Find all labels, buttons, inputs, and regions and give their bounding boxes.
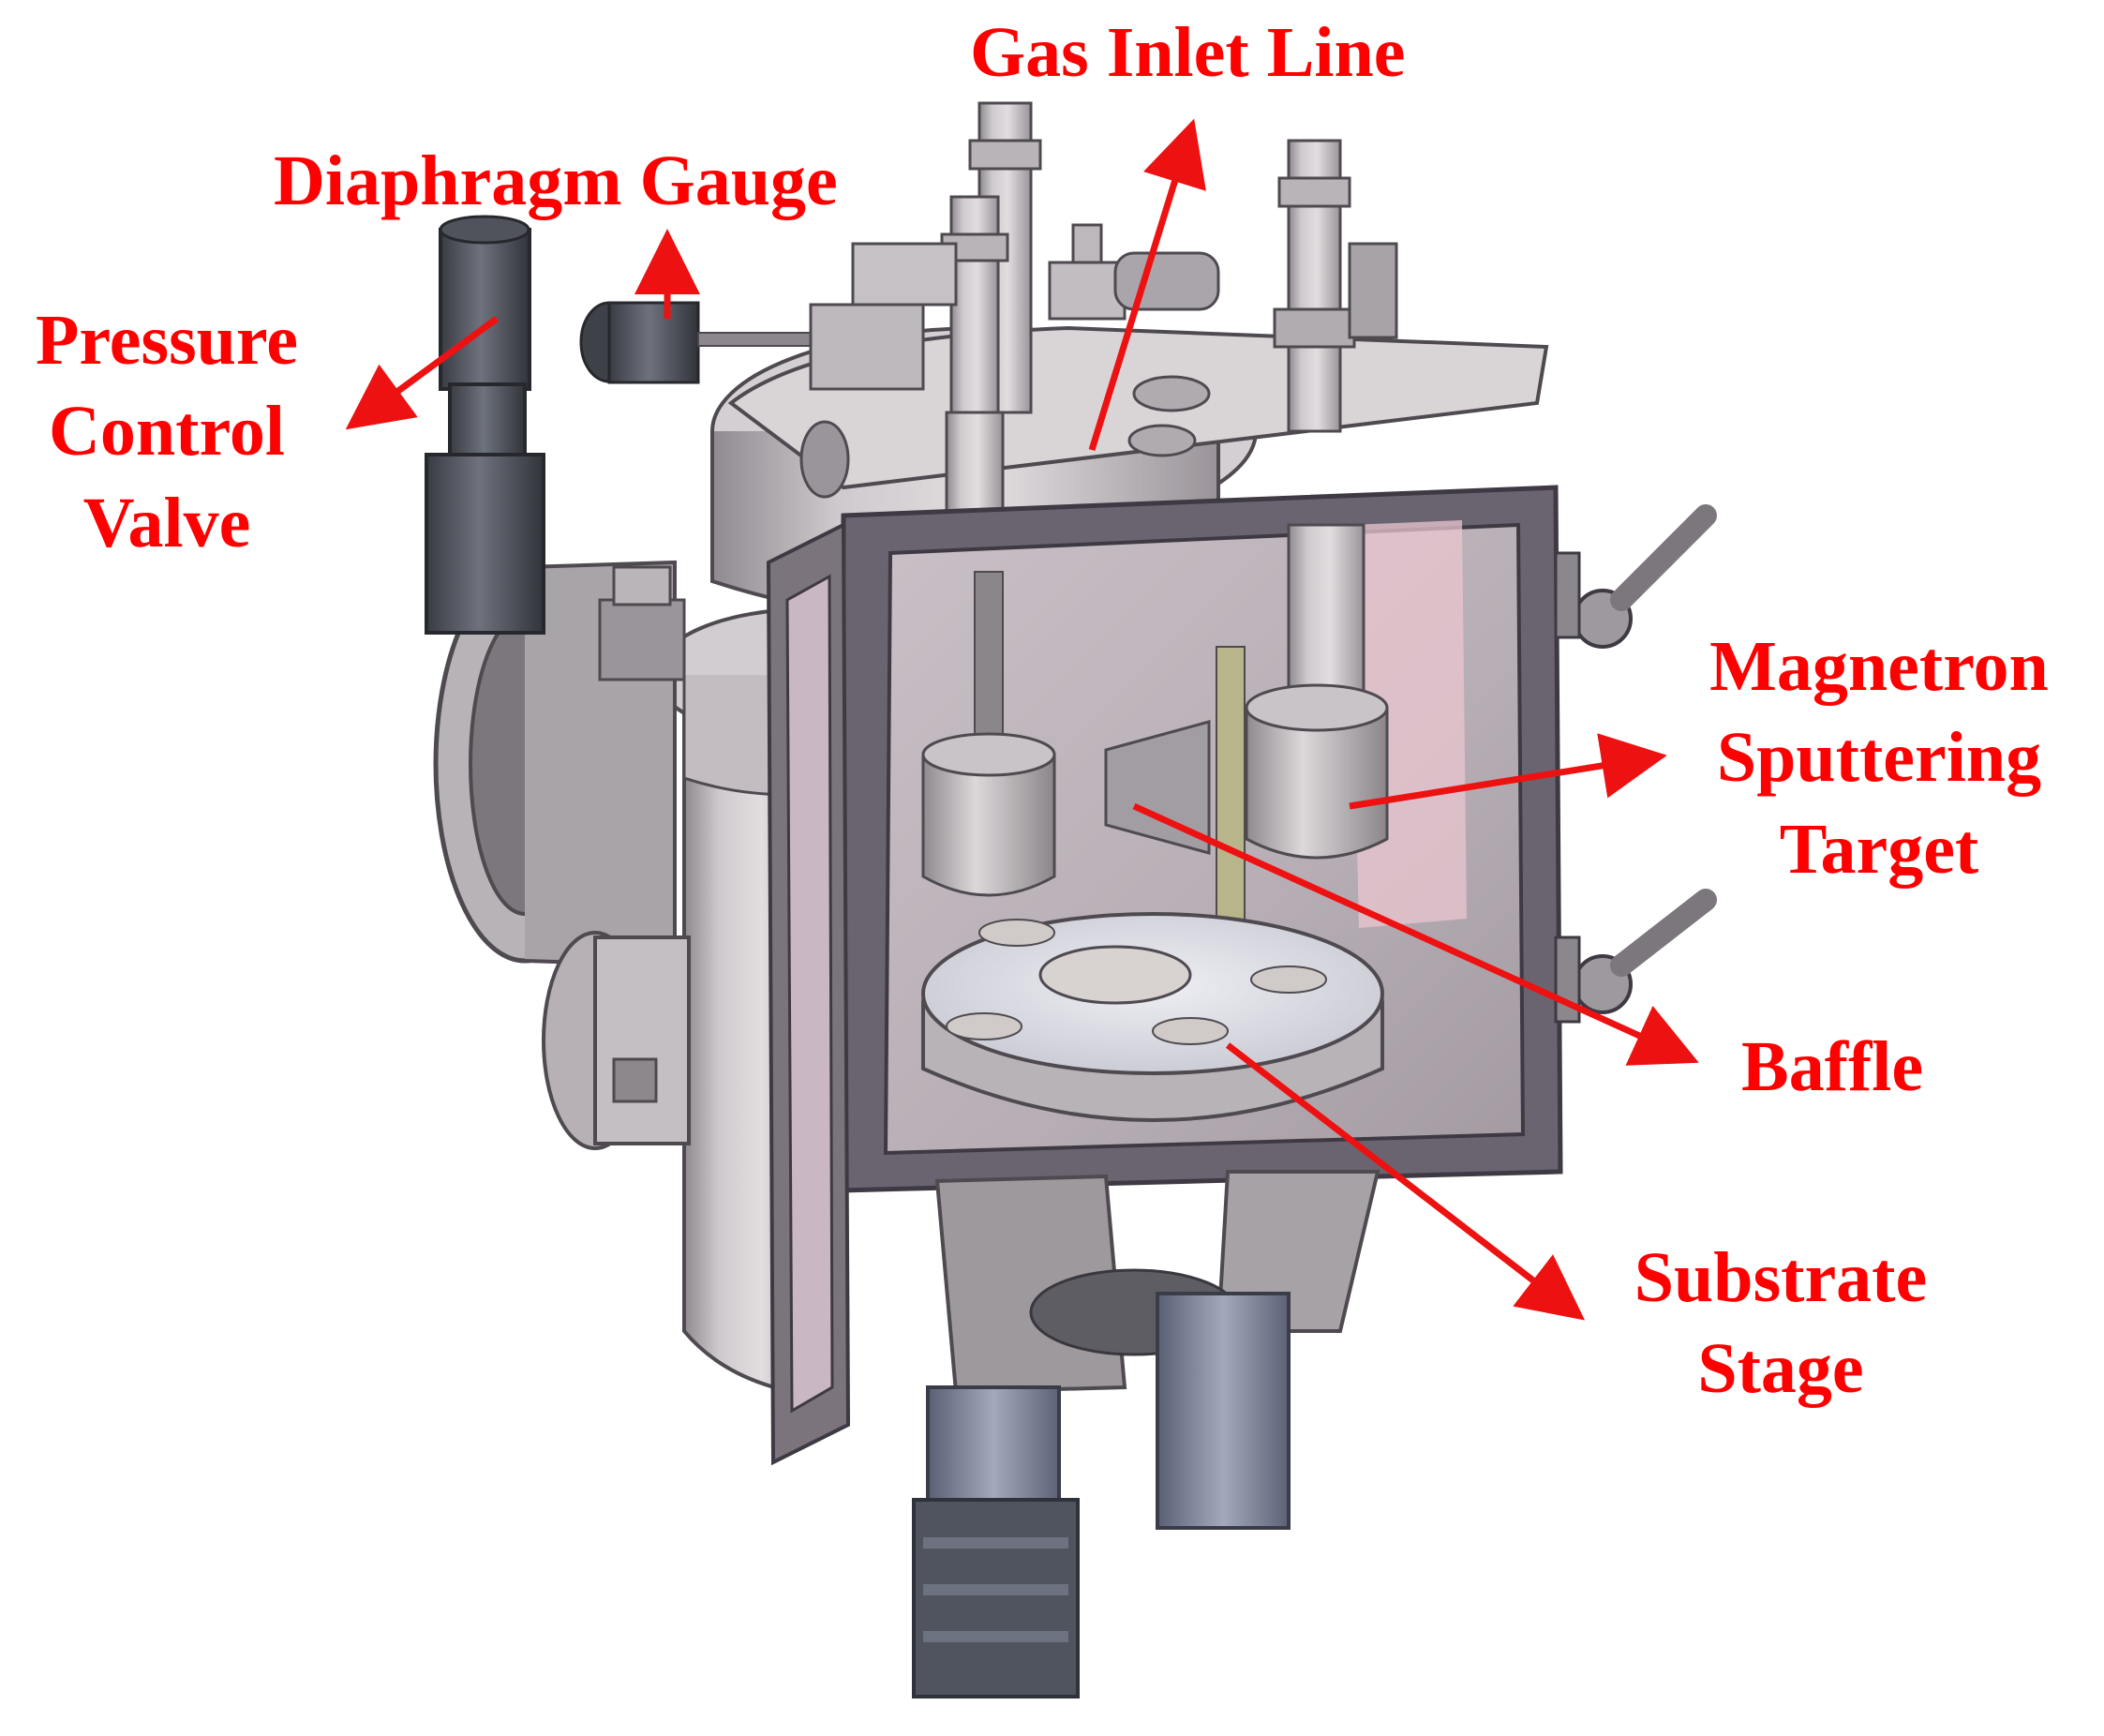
label-control-line: Control <box>49 392 285 471</box>
substrate-arrow <box>1225 1042 1586 1321</box>
label-valve-line: Valve <box>82 483 251 562</box>
label-magnetron-sputtering-target: Magnetron Sputtering Target <box>1664 621 2095 895</box>
label-gas-inlet-line: Gas Inlet Line <box>970 13 1406 92</box>
annotation-arrows <box>345 118 1699 1321</box>
label-pressure-line: Pressure <box>35 301 299 380</box>
label-stage-line: Stage <box>1697 1329 1864 1409</box>
top-feedthrough-columns <box>799 101 1398 592</box>
pressure-control-valve-part <box>425 215 545 635</box>
baffle-arrow <box>1132 802 1699 1066</box>
label-baffle: Baffle <box>1741 1027 1924 1106</box>
bottom-drive-assembly <box>912 1170 1380 1699</box>
pressure-valve-arrow <box>345 316 500 430</box>
label-diaphragm-gauge: Diaphragm Gauge <box>274 142 838 220</box>
label-magnetron-line: Magnetron <box>1709 627 2049 706</box>
label-substrate-stage: Substrate Stage <box>1593 1233 1968 1415</box>
chamber-interior <box>921 523 1389 1122</box>
label-pressure-control-valve: Pressure Control Valve <box>7 295 326 569</box>
magnetron-arrow <box>1349 733 1667 810</box>
label-substrate-line: Substrate <box>1634 1238 1928 1317</box>
label-target-line: Target <box>1779 809 1979 889</box>
side-port-flange <box>433 560 691 1150</box>
label-sputtering-line: Sputtering <box>1716 718 2042 798</box>
diaphragm-gauge-part <box>579 301 925 391</box>
gas-inlet-arrow <box>1088 118 1206 452</box>
